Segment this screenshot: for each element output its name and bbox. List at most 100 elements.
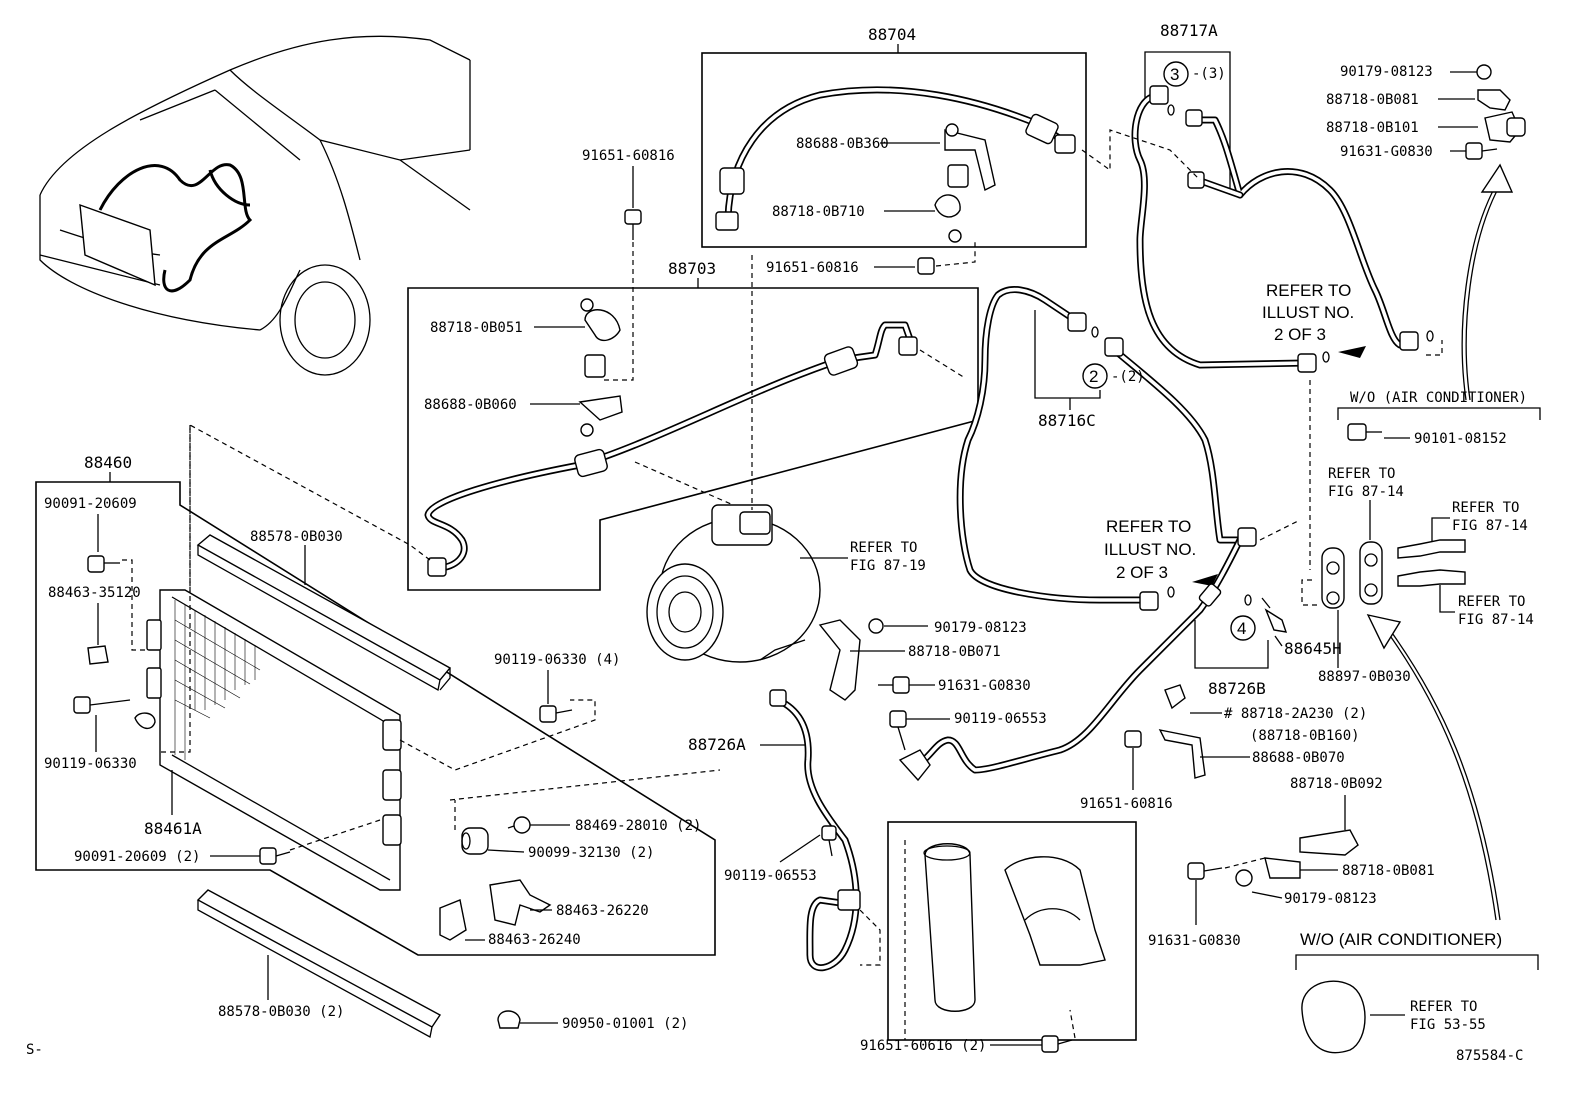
refer-fig-87-19-line1[interactable]: REFER TO [850,540,917,556]
illustration-code: 875584-C [1456,1048,1523,1064]
label-88726A[interactable]: 88726A [688,735,746,754]
circle-3-qty: -(3) [1192,66,1226,82]
circle-2-number: 2 [1089,367,1098,386]
circle-3-number: 3 [1170,65,1179,84]
arrow-up-icon [1480,163,1514,193]
label-88718-0B081-low[interactable]: 88718-0B081 [1342,863,1435,879]
label-88718-0B710[interactable]: 88718-0B710 [772,204,865,220]
group-88717A: 88717A 3 -(3) [1081,21,1443,373]
label-88578-0B030[interactable]: 88578-0B030 [250,529,343,545]
refer-fig-87-14-c-line1[interactable]: REFER TO [1458,594,1525,610]
refer-fig-53-55-line2[interactable]: FIG 53-55 [1410,1017,1486,1033]
label-88718-0B071[interactable]: 88718-0B071 [908,644,1001,660]
plug-90950: 90950-01001 (2) [497,1010,688,1032]
arrow-up-left-icon [1366,614,1402,650]
label-91631-G0830-low[interactable]: 91631-G0830 [1148,933,1241,949]
label-88645H[interactable]: 88645H [1284,639,1342,658]
refer-illust-top-line3[interactable]: 2 OF 3 [1274,325,1326,344]
label-88469-28010[interactable]: 88469-28010 (2) [575,818,701,834]
label-91631-G0830-mid[interactable]: 91631-G0830 [938,678,1031,694]
label-88688-0B060[interactable]: 88688-0B060 [424,397,517,413]
label-88718-0B051[interactable]: 88718-0B051 [430,320,523,336]
label-91651-60816-mid[interactable]: 91651-60816 [766,260,859,276]
circle-ref-2 [1082,363,1108,389]
vehicle-overview-illustration [39,35,471,376]
refer-illust-top-line2[interactable]: ILLUST NO. [1262,303,1354,322]
group-88726A: 88726A 90119-06553 [688,689,881,972]
refer-fig-87-14-a-line1[interactable]: REFER TO [1328,466,1395,482]
condenser-fins [174,600,261,760]
label-88717A[interactable]: 88717A [1160,21,1218,40]
right-middle-group: REFER TO FIG 87-14 REFER TO FIG 87-14 RE… [1301,380,1534,921]
circle-4-number: 4 [1237,619,1246,638]
label-88463-35120[interactable]: 88463-35120 [48,585,141,601]
arrow-icon [1338,346,1366,358]
circle-ref-4 [1230,615,1256,641]
refer-illust-top: REFER TO ILLUST NO. 2 OF 3 [1262,281,1366,358]
label-88463-26240[interactable]: 88463-26240 [488,932,581,948]
label-88463-26220[interactable]: 88463-26220 [556,903,649,919]
label-88718-2A230[interactable]: # 88718-2A230 (2) [1224,706,1367,722]
label-90101-08152[interactable]: 90101-08152 [1414,431,1507,447]
label-90179-08123-mid[interactable]: 90179-08123 [934,620,1027,636]
label-88726B[interactable]: 88726B [1208,679,1266,698]
label-88688-0B070[interactable]: 88688-0B070 [1252,750,1345,766]
label-90119-06330-4[interactable]: 90119-06330 (4) [494,652,620,668]
right-lower-group: # 88718-2A230 (2) (88718-0B160) 88688-0B… [1080,684,1435,949]
circle-2-qty: -(2) [1111,369,1145,385]
label-88716C[interactable]: 88716C [1038,411,1096,430]
refer-fig-87-14-c-line2[interactable]: FIG 87-14 [1458,612,1534,628]
group-88460: 88460 90091-20609 88463-35120 90119-0633… [35,425,721,956]
label-90119-06330[interactable]: 90119-06330 [44,756,137,772]
seal-88578-bottom: 88578-0B030 (2) [196,889,442,1038]
label-88718-0B160[interactable]: (88718-0B160) [1250,728,1360,744]
label-91651-60816-right[interactable]: 91651-60816 [1080,796,1173,812]
circle-ref-3 [1163,61,1189,87]
label-88704[interactable]: 88704 [868,25,916,44]
refer-fig-87-14-b-line1[interactable]: REFER TO [1452,500,1519,516]
label-88460[interactable]: 88460 [84,453,132,472]
label-88718-0B101[interactable]: 88718-0B101 [1326,120,1419,136]
label-90119-06553-low[interactable]: 90119-06553 [724,868,817,884]
refer-fig-87-19-line2[interactable]: FIG 87-19 [850,558,926,574]
refer-illust-mid: REFER TO ILLUST NO. 2 OF 3 [1104,517,1218,586]
wo-ac-top-group: W/O (AIR CONDITIONER) 90101-08152 [1337,390,1541,447]
receiver-drier-group: 91651-60616 (2) [860,821,1137,1054]
label-88688-0B360[interactable]: 88688-0B360 [796,136,889,152]
refer-fig-53-55-line1[interactable]: REFER TO [1410,999,1477,1015]
label-90119-06553-mid[interactable]: 90119-06553 [954,711,1047,727]
label-90091-20609[interactable]: 90091-20609 [44,496,137,512]
label-90950-01001[interactable]: 90950-01001 (2) [562,1016,688,1032]
wo-ac-bottom-group: W/O (AIR CONDITIONER) REFER TO FIG 53-55 [1295,930,1539,1054]
label-wo-ac-top[interactable]: W/O (AIR CONDITIONER) [1350,390,1527,406]
label-88718-0B081-top[interactable]: 88718-0B081 [1326,92,1419,108]
label-91651-60816-left[interactable]: 91651-60816 [582,148,675,164]
label-91631-G0830-top[interactable]: 91631-G0830 [1340,144,1433,160]
label-88897-0B030[interactable]: 88897-0B030 [1318,669,1411,685]
refer-illust-mid-line3[interactable]: 2 OF 3 [1116,563,1168,582]
label-91651-60616[interactable]: 91651-60616 (2) [860,1038,986,1054]
corner-mark: S- [26,1042,43,1058]
group-88726B: 88645H 4 88726B [898,519,1342,782]
bolts-91651-60816: 91651-60816 91651-60816 [582,148,976,381]
group-88704: 88704 88688-0B360 88718-0B710 [701,25,1087,248]
top-right-fasteners: 90179-08123 88718-0B081 88718-0B101 9163… [1326,64,1526,401]
refer-illust-top-line1[interactable]: REFER TO [1266,281,1351,300]
label-88461A[interactable]: 88461A [144,819,202,838]
mid-fasteners: 90179-08123 88718-0B071 91631-G0830 9011… [818,618,1047,751]
label-88718-0B092[interactable]: 88718-0B092 [1290,776,1383,792]
label-90179-08123-low[interactable]: 90179-08123 [1284,891,1377,907]
label-88703[interactable]: 88703 [668,259,716,278]
label-90099-32130[interactable]: 90099-32130 (2) [528,845,654,861]
label-88578-0B030-2[interactable]: 88578-0B030 (2) [218,1004,344,1020]
refer-illust-mid-line1[interactable]: REFER TO [1106,517,1191,536]
refer-illust-mid-line2[interactable]: ILLUST NO. [1104,540,1196,559]
refer-fig-87-14-a-line2[interactable]: FIG 87-14 [1328,484,1404,500]
label-90179-08123-top[interactable]: 90179-08123 [1340,64,1433,80]
label-90091-20609-2[interactable]: 90091-20609 (2) [74,849,200,865]
arrow-icon [1192,574,1218,586]
condenser-location-icon [79,203,156,287]
label-wo-ac-bottom[interactable]: W/O (AIR CONDITIONER) [1300,930,1502,949]
refer-fig-87-14-b-line2[interactable]: FIG 87-14 [1452,518,1528,534]
